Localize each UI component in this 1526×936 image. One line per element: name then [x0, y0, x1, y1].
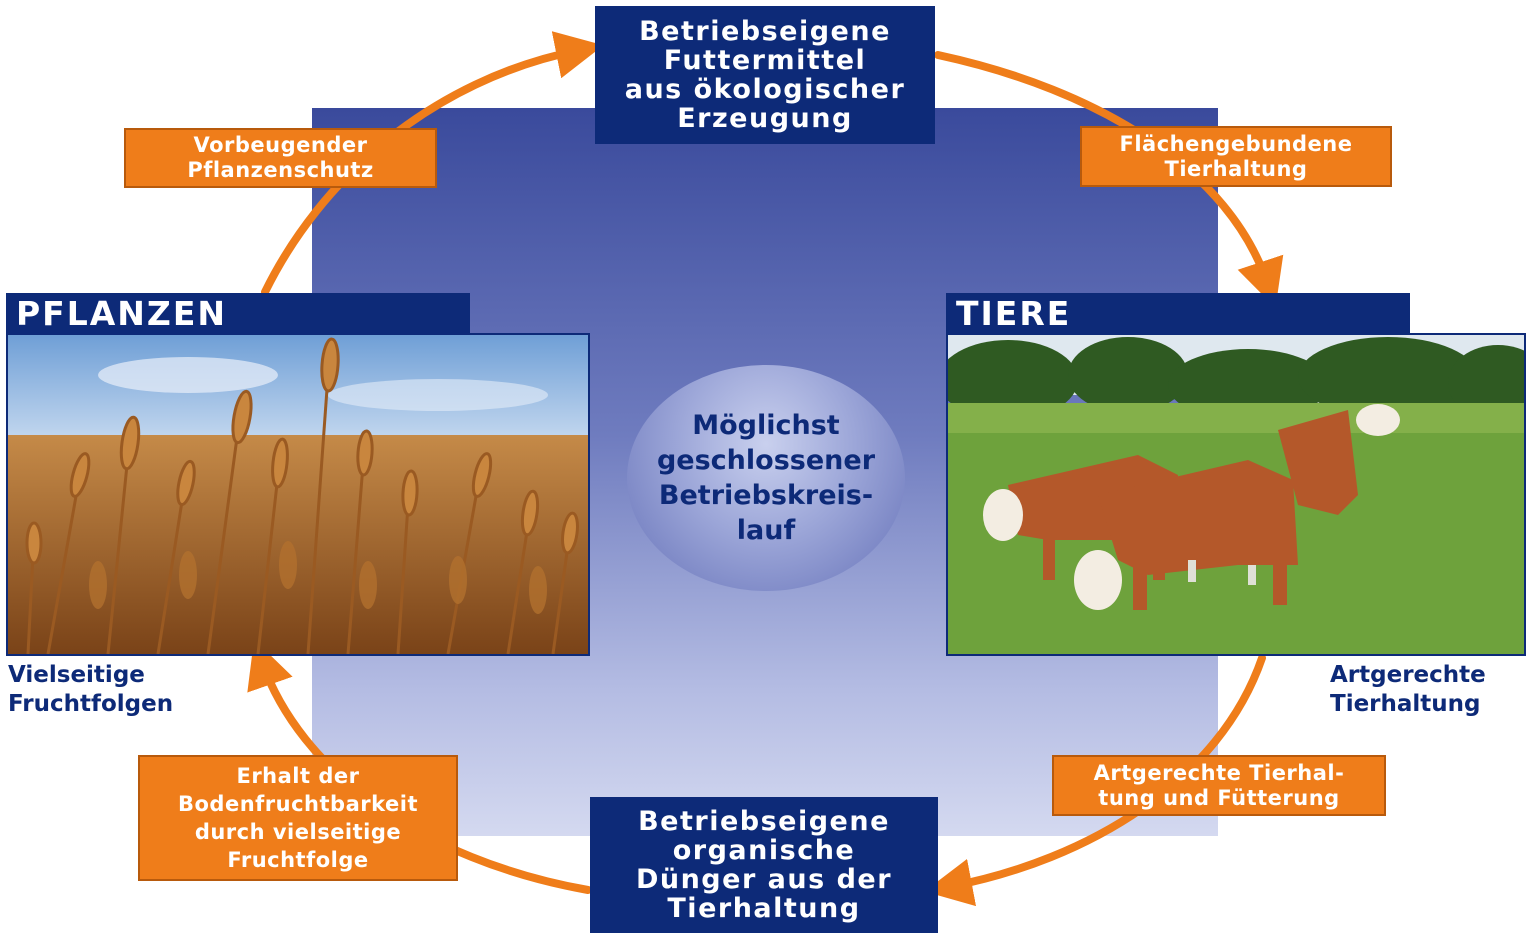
plants-header: PFLANZEN	[6, 293, 470, 333]
label-soil-fertility: Erhalt der Bodenfruchtbarkeit durch viel…	[138, 755, 458, 881]
center-cycle-circle: Möglichst geschlossener Betriebskreis- l…	[627, 365, 905, 591]
wheat-field-photo	[6, 333, 590, 656]
plants-caption: Vielseitige Fruchtfolgen	[8, 662, 174, 717]
label-species-appropriate-feeding: Artgerechte Tierhal- tung und Fütterung	[1052, 755, 1386, 816]
animals-caption: Artgerechte Tierhaltung	[1330, 662, 1486, 717]
center-text: Möglichst geschlossener Betriebskreis- l…	[656, 410, 876, 546]
animals-header: TIERE	[946, 293, 1410, 333]
bottom-box-fertilizer: Betriebseigene organische Dünger aus der…	[590, 797, 938, 933]
top-box-feed: Betriebseigene Futtermittel aus ökologis…	[595, 6, 935, 144]
label-preventive-plant-protection: Vorbeugender Pflanzenschutz	[124, 128, 437, 188]
cattle-pasture-photo	[946, 333, 1526, 656]
label-land-bound-livestock: Flächengebundene Tierhaltung	[1080, 126, 1392, 187]
